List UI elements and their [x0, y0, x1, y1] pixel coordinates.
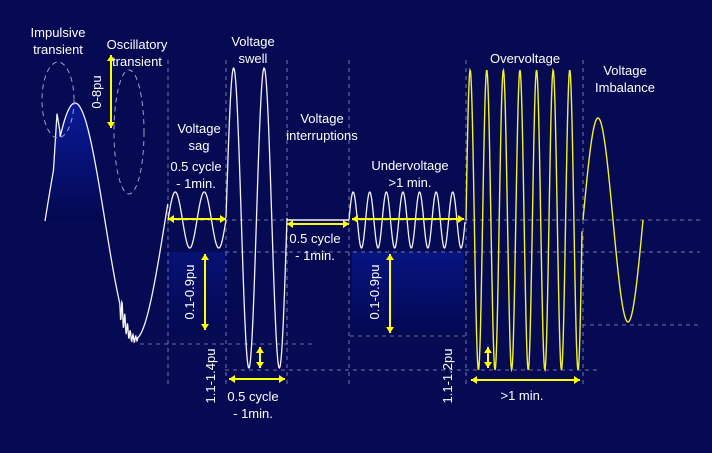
label-swell-line2: swell [239, 51, 268, 66]
annot-swell-duration-line1: 0.5 cycle [227, 389, 278, 404]
measurement-arrows [107, 55, 580, 384]
label-swell-line1: Voltage [231, 34, 274, 49]
annot-over-duration: >1 min. [501, 388, 544, 403]
sag-fill [168, 252, 225, 336]
arrow-sag-magnitude [201, 254, 209, 330]
label-impulsive-line2: transient [33, 42, 83, 57]
label-sag-line1: Voltage [177, 121, 220, 136]
label-interruptions-line1: Voltage [300, 111, 343, 126]
label-oscillatory-line1: Oscillatory [107, 37, 168, 52]
label-impulsive-line1: Impulsive [31, 25, 86, 40]
arrow-under-magnitude [386, 254, 394, 333]
label-sag-line2: sag [189, 138, 210, 153]
annot-0-8pu: 0-8pu [89, 75, 104, 108]
annot-swell-magnitude: 1.1-1.4pu [203, 349, 218, 404]
wave-transients [44, 102, 169, 344]
wave-overvoltage [465, 67, 583, 373]
annot-over-magnitude: 1.1-1.2pu [440, 349, 455, 404]
label-oscillatory-line2: transient [112, 54, 162, 69]
label-imbalance-line1: Voltage [603, 63, 646, 78]
annot-sag-duration-line1: 0.5 cycle [170, 159, 221, 174]
annot-swell-duration-line2: - 1min. [233, 406, 273, 421]
waveform-fills [45, 103, 464, 336]
arrow-over-duration [471, 376, 580, 384]
label-interruptions-line2: interruptions [286, 128, 358, 143]
label-overvoltage: Overvoltage [490, 51, 560, 66]
wave-imbalance [582, 117, 644, 323]
annot-interrupt-duration-line1: 0.5 cycle [289, 231, 340, 246]
arrow-under-duration [352, 215, 464, 223]
arrow-interrupt-duration [287, 220, 349, 228]
annot-sag-duration-line2: - 1min. [176, 176, 216, 191]
arrow-0-8pu [107, 55, 115, 128]
label-undervoltage-line1: Undervoltage [371, 158, 448, 173]
wave-swell [225, 67, 288, 369]
annot-interrupt-duration-line2: - 1min. [295, 248, 335, 263]
annot-under-magnitude: 0.1-0.9pu [367, 265, 382, 320]
arrow-sag-duration [168, 215, 226, 223]
arrow-swell-duration [229, 375, 285, 383]
arrow-over-magnitude [484, 347, 492, 368]
label-imbalance-line2: Imbalance [595, 80, 655, 95]
annot-sag-magnitude: 0.1-0.9pu [182, 265, 197, 320]
oscillatory-highlight [113, 69, 145, 195]
impulsive-highlight [41, 61, 75, 139]
label-undervoltage-line2: >1 min. [389, 175, 432, 190]
undervoltage-fill [352, 252, 464, 336]
arrow-swell-magnitude [256, 347, 264, 368]
